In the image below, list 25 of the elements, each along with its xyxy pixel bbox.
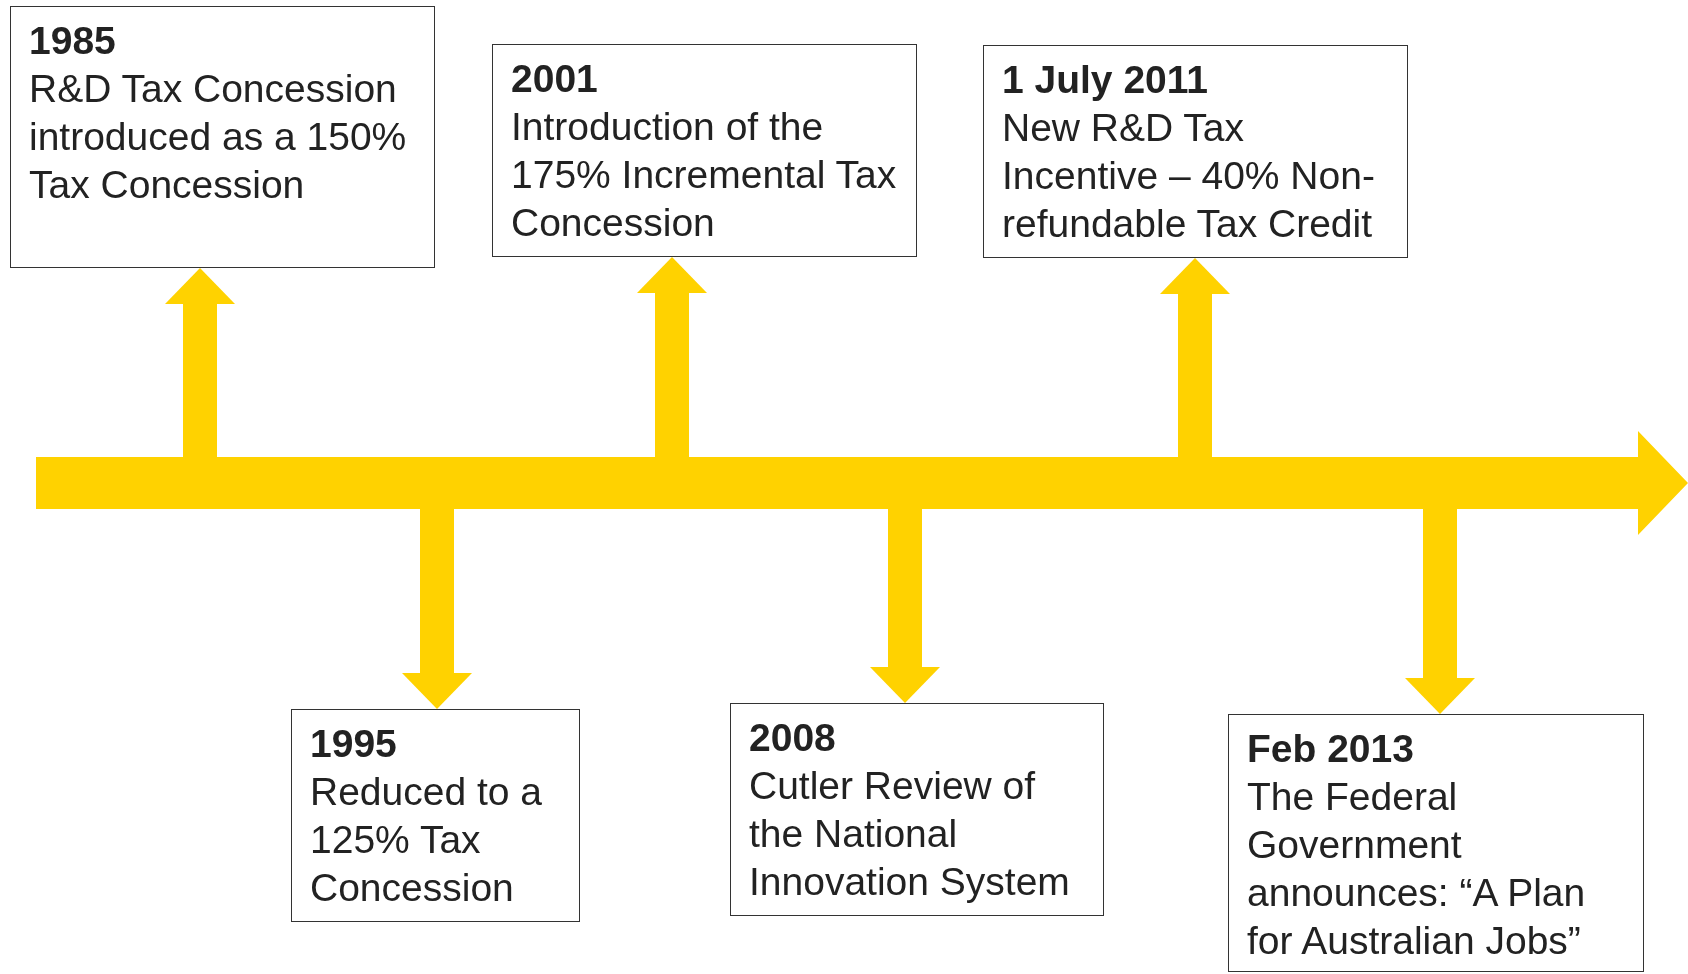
event-date: 2008 xyxy=(749,715,837,761)
event-box xyxy=(492,44,917,257)
event-date: 1 July 2011 xyxy=(1002,57,1209,103)
event-description: Cutler Review of the National Innovation System xyxy=(749,763,1071,905)
event-description: R&D Tax Concession introduced as a 150% Tax Concession xyxy=(29,66,408,208)
arrow xyxy=(402,509,472,709)
event-date: 1995 xyxy=(310,721,398,767)
event-box xyxy=(10,6,435,268)
event-description: New R&D Tax Incentive – 40% Non-refundable Tax Credit xyxy=(1002,105,1376,247)
event-description: The Federal Government announces: “A Plan for Australian Jobs” xyxy=(1247,774,1587,964)
event-box xyxy=(1228,714,1644,972)
arrow xyxy=(1160,258,1230,457)
arrow xyxy=(637,257,707,457)
event-date: 1985 xyxy=(29,18,117,64)
event-description: Introduction of the 175% Incremental Tax Concession xyxy=(511,104,898,246)
event-date: 2001 xyxy=(511,56,599,102)
event-box xyxy=(983,45,1408,258)
arrow xyxy=(165,268,235,457)
event-date: Feb 2013 xyxy=(1247,726,1415,772)
timeline-arrow xyxy=(36,431,1688,535)
arrow xyxy=(1405,509,1475,714)
event-box xyxy=(291,709,580,922)
arrow xyxy=(870,509,940,703)
event-box xyxy=(730,703,1104,916)
event-description: Reduced to a 125% Tax Concession xyxy=(310,769,543,911)
